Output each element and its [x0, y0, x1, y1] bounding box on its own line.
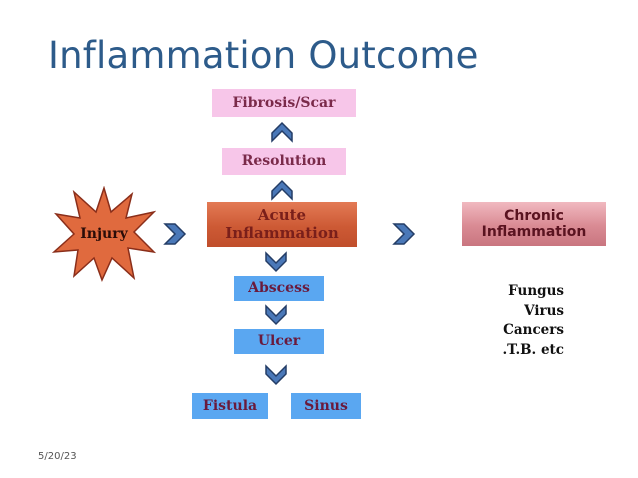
injury-label: Injury: [80, 225, 128, 242]
abscess-box: Abscess: [234, 276, 324, 301]
injury-starburst: [52, 186, 156, 282]
page-title: Inflammation Outcome: [48, 34, 479, 77]
acute-line2: Inflammation: [225, 223, 339, 242]
chronic-line1: Chronic: [504, 207, 564, 224]
starburst-shape: [52, 186, 156, 282]
cause-item: Virus: [524, 302, 564, 319]
chronic-line2: Inflammation: [481, 224, 587, 240]
cause-item: Cancers: [503, 322, 564, 338]
arrow-down-icon: [265, 364, 287, 386]
arrow-right-icon: [163, 223, 187, 245]
fibrosis-scar-box: Fibrosis/Scar: [212, 89, 356, 117]
slide-date: 5/20/23: [38, 451, 77, 462]
resolution-box: Resolution: [222, 148, 346, 175]
acute-inflammation-box: Acute Inflammation: [207, 202, 357, 247]
chronic-causes-list: Fungus Virus Cancers .T.B. etc: [492, 282, 564, 360]
arrow-up-icon: [271, 121, 293, 143]
arrow-down-icon: [265, 251, 287, 273]
arrow-up-icon: [271, 179, 293, 201]
chronic-inflammation-box: Chronic Inflammation: [462, 202, 606, 246]
ulcer-box: Ulcer: [234, 329, 324, 354]
sinus-box: Sinus: [291, 393, 361, 419]
fistula-box: Fistula: [192, 393, 268, 419]
cause-item: .T.B. etc: [502, 341, 564, 358]
cause-item: Fungus: [508, 283, 564, 299]
acute-line1: Acute: [257, 206, 307, 225]
arrow-right-icon: [392, 223, 416, 245]
arrow-down-icon: [265, 304, 287, 326]
